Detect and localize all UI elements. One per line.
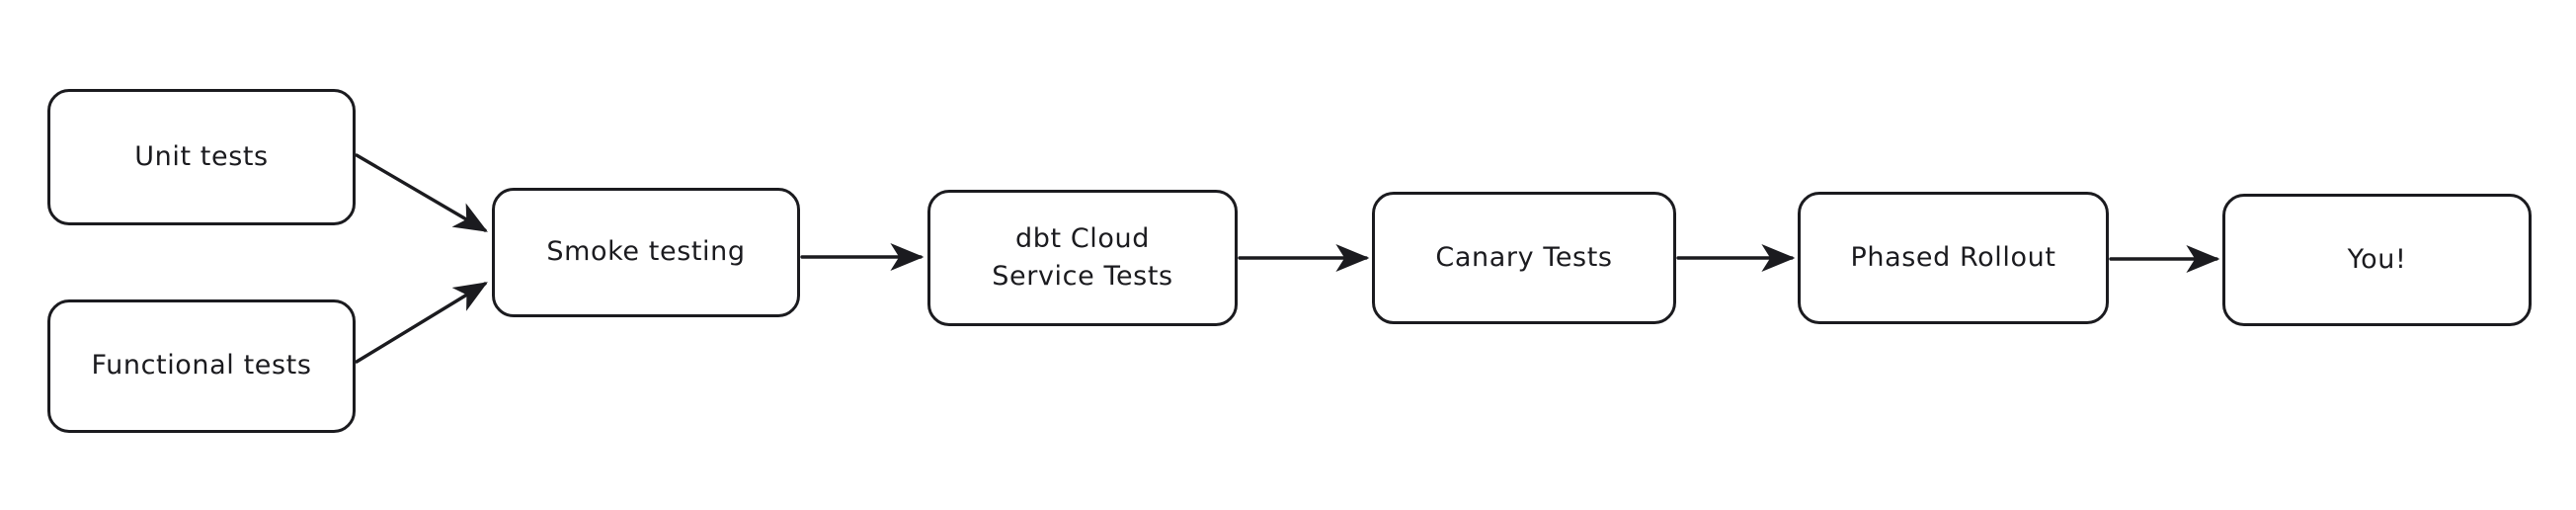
node-label-smoke-testing: Smoke testing bbox=[546, 236, 746, 268]
node-unit-tests[interactable]: Unit tests bbox=[47, 89, 356, 225]
node-dbt-cloud-service-tests[interactable]: dbt Cloud Service Tests bbox=[927, 190, 1238, 326]
node-label-functional-tests: Functional tests bbox=[91, 350, 312, 382]
edge-functional-to-smoke bbox=[355, 282, 488, 364]
node-label-unit-tests: Unit tests bbox=[134, 140, 269, 172]
node-label-you: You! bbox=[2347, 243, 2407, 275]
node-functional-tests[interactable]: Functional tests bbox=[47, 299, 356, 433]
node-label-dbt-cloud-service-tests: dbt Cloud Service Tests bbox=[992, 222, 1173, 292]
node-smoke-testing[interactable]: Smoke testing bbox=[492, 188, 800, 317]
node-label-phased-rollout: Phased Rollout bbox=[1850, 241, 2056, 273]
node-you[interactable]: You! bbox=[2222, 194, 2532, 326]
node-canary-tests[interactable]: Canary Tests bbox=[1372, 192, 1676, 324]
edge-unit-to-smoke bbox=[355, 153, 488, 232]
node-phased-rollout[interactable]: Phased Rollout bbox=[1798, 192, 2109, 324]
node-label-canary-tests: Canary Tests bbox=[1435, 241, 1613, 273]
